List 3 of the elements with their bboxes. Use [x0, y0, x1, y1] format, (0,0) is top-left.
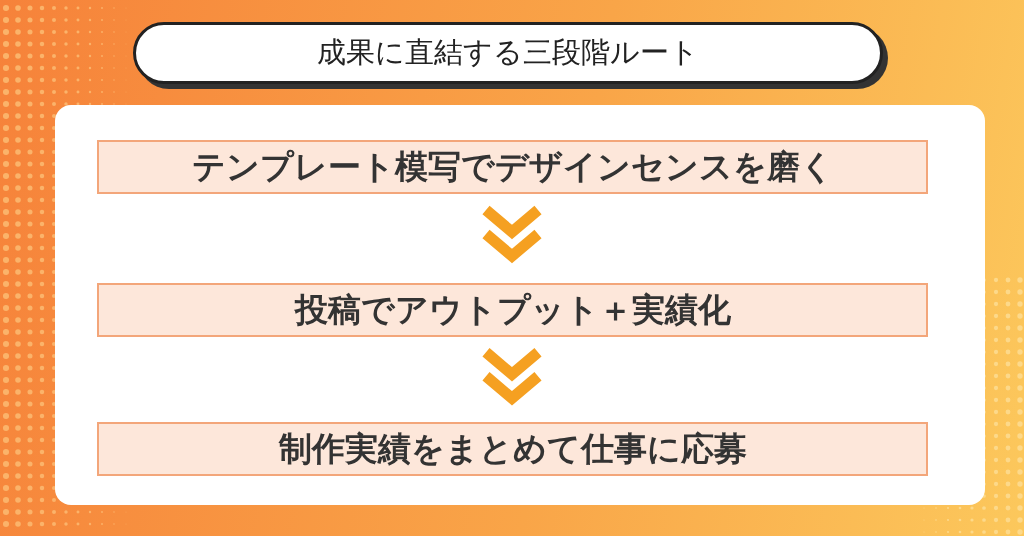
step-box: テンプレート模写でデザインセンスを磨く — [97, 140, 928, 194]
step-box: 投稿でアウトプット＋実績化 — [97, 283, 928, 337]
step-box: 制作実績をまとめて仕事に応募 — [97, 422, 928, 476]
